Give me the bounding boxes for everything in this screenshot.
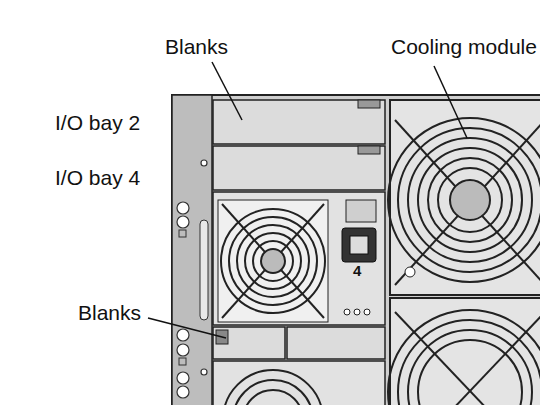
fan-screw	[405, 267, 415, 277]
power-supply	[213, 192, 385, 325]
blank-panel	[287, 327, 385, 359]
cooling-fan	[388, 310, 540, 405]
blank-panel	[213, 146, 385, 190]
blank-latch	[358, 146, 380, 154]
callout-label: Cooling module	[391, 34, 537, 59]
left-rail	[172, 95, 212, 405]
leader-lines	[148, 62, 467, 338]
bay-label: I/O bay 2	[55, 110, 140, 135]
psu-latch	[346, 200, 376, 222]
blank-panel	[213, 100, 385, 144]
bay-number: 4	[353, 262, 361, 280]
bay-label: I/O bay 4	[55, 165, 140, 190]
psu-fan	[223, 370, 323, 405]
rail-slot	[200, 220, 208, 320]
power-inlet-socket	[350, 236, 368, 254]
psu-leds	[344, 309, 370, 315]
blank-panel	[213, 327, 285, 359]
rail-marks	[179, 230, 186, 365]
callout-label: Blanks	[78, 300, 141, 325]
power-inlet	[342, 228, 376, 262]
psu-fan-housing	[218, 200, 328, 322]
cooling-fan	[388, 118, 540, 285]
rail-holes	[177, 160, 207, 398]
psu-fan	[221, 204, 325, 318]
callout-label: Blanks	[165, 34, 228, 59]
blank-latch	[358, 100, 380, 108]
